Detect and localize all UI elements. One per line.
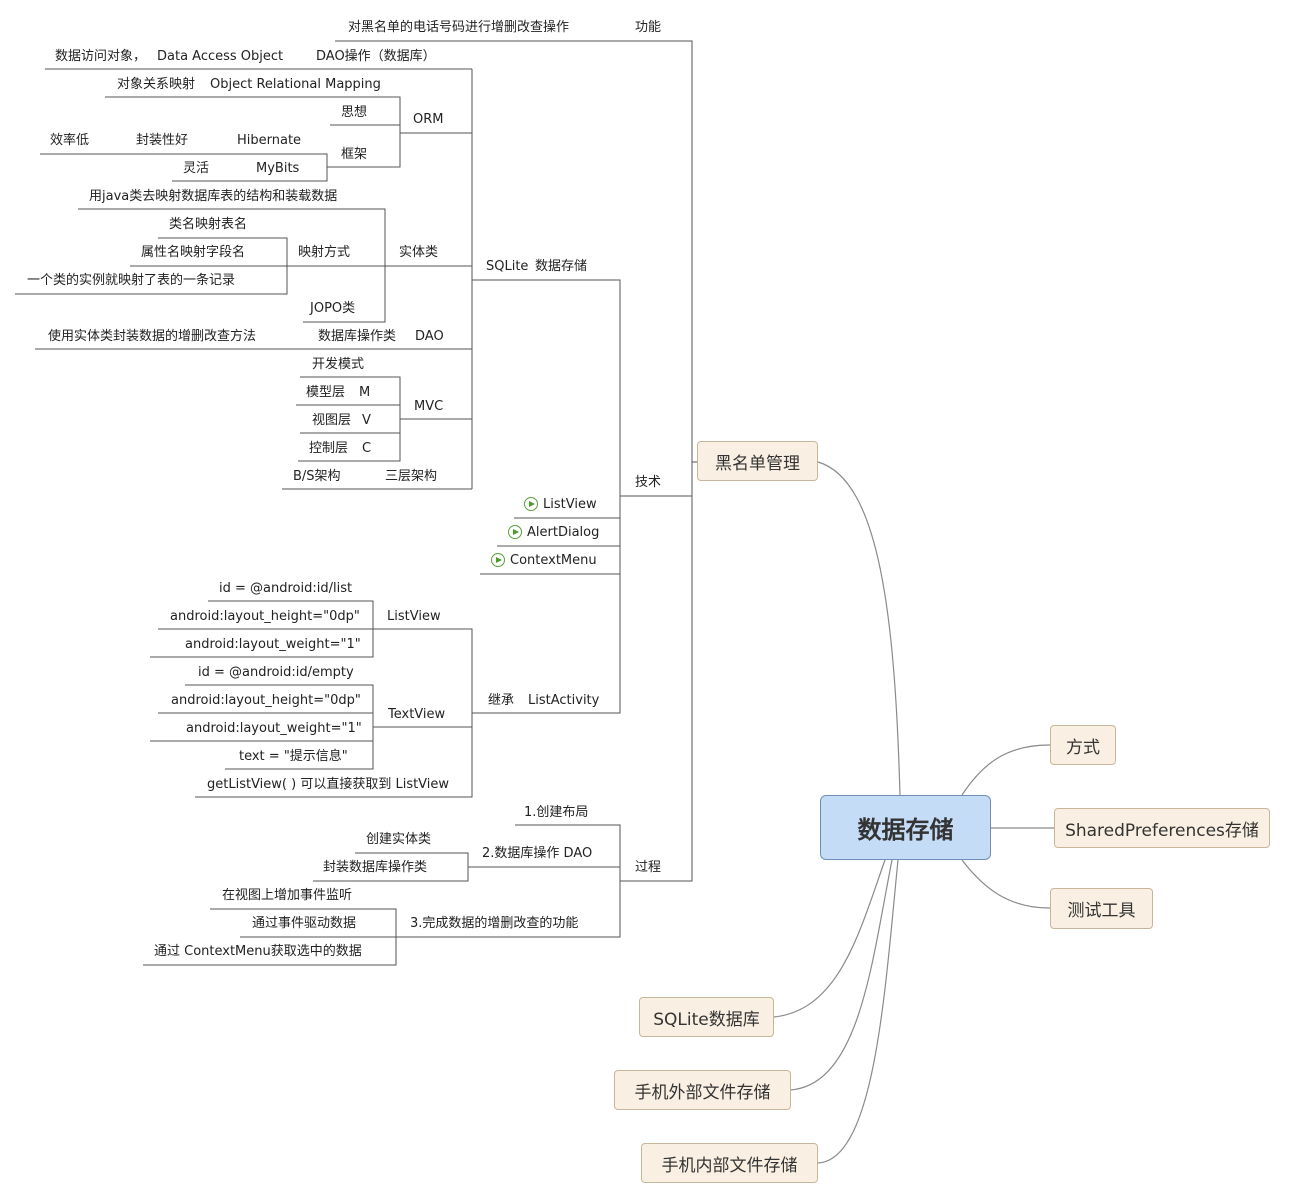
- node-widget-alertdialog[interactable]: AlertDialog: [527, 525, 600, 540]
- node-process[interactable]: 过程: [635, 860, 662, 875]
- node-view-layer[interactable]: 视图层: [312, 413, 352, 428]
- node-control-layer[interactable]: 控制层: [309, 441, 349, 456]
- node-tv-text[interactable]: text = "提示信息": [239, 749, 348, 764]
- node-entity[interactable]: 实体类: [399, 245, 439, 260]
- node-jopo[interactable]: JOPO类: [310, 301, 356, 316]
- node-flexible[interactable]: 灵活: [183, 161, 210, 176]
- topic-test-tools[interactable]: 测试工具: [1050, 888, 1153, 929]
- node-dao-op[interactable]: DAO操作（数据库）: [316, 49, 436, 64]
- node-v[interactable]: V: [362, 413, 371, 428]
- node-tv-weight[interactable]: android:layout_weight="1": [186, 721, 362, 736]
- node-lv-height[interactable]: android:layout_height="0dp": [170, 609, 360, 624]
- node-add-listener[interactable]: 在视图上增加事件监听: [222, 888, 353, 903]
- topic-internal-storage[interactable]: 手机内部文件存储: [641, 1143, 818, 1183]
- node-textview[interactable]: TextView: [388, 707, 446, 722]
- node-widget-contextmenu[interactable]: ContextMenu: [510, 553, 597, 568]
- node-mybits[interactable]: MyBits: [256, 161, 300, 176]
- node-lv-weight[interactable]: android:layout_weight="1": [185, 637, 361, 652]
- node-event-driven[interactable]: 通过事件驱动数据: [252, 916, 357, 931]
- node-step1[interactable]: 1.创建布局: [524, 805, 589, 820]
- play-icon: [491, 553, 505, 567]
- node-mapping[interactable]: 映射方式: [298, 245, 351, 260]
- node-m[interactable]: M: [359, 385, 371, 400]
- node-sqlite-label[interactable]: SQLite: [486, 259, 529, 274]
- topic-method[interactable]: 方式: [1050, 725, 1116, 765]
- node-inherit[interactable]: 继承: [488, 693, 515, 708]
- node-orm-desc[interactable]: 对象关系映射: [117, 77, 196, 92]
- node-three-tier[interactable]: 三层架构: [385, 469, 438, 484]
- node-bs[interactable]: B/S架构: [293, 469, 341, 484]
- node-dev-mode[interactable]: 开发模式: [312, 357, 365, 372]
- node-model-layer[interactable]: 模型层: [306, 385, 346, 400]
- topic-sqlite-db[interactable]: SQLite数据库: [639, 997, 774, 1037]
- node-mvc[interactable]: MVC: [414, 399, 444, 414]
- node-contextmenu-get[interactable]: 通过 ContextMenu获取选中的数据: [154, 944, 362, 959]
- play-icon: [508, 525, 522, 539]
- topic-shared-preferences[interactable]: SharedPreferences存储: [1054, 808, 1270, 848]
- node-widget-listview[interactable]: ListView: [543, 497, 597, 512]
- node-wrap-db[interactable]: 封装数据库操作类: [323, 860, 428, 875]
- node-attr-to-field[interactable]: 属性名映射字段名: [141, 245, 246, 260]
- node-function[interactable]: 功能: [635, 20, 662, 35]
- node-technology[interactable]: 技术: [635, 475, 662, 490]
- node-function-desc[interactable]: 对黑名单的电话号码进行增删改查操作: [348, 20, 570, 35]
- node-step2[interactable]: 2.数据库操作 DAO: [482, 846, 593, 861]
- node-instance-to-record[interactable]: 一个类的实例就映射了表的一条记录: [27, 273, 236, 288]
- node-dao-crud[interactable]: 使用实体类封装数据的增删改查方法: [48, 329, 257, 344]
- topic-external-storage[interactable]: 手机外部文件存储: [614, 1070, 791, 1110]
- node-low-efficiency[interactable]: 效率低: [50, 133, 90, 148]
- node-lv-id[interactable]: id = @android:id/list: [219, 581, 353, 596]
- node-framework[interactable]: 框架: [341, 147, 368, 162]
- node-dao-desc[interactable]: 数据访问对象，: [55, 49, 147, 64]
- node-db-op-class[interactable]: 数据库操作类: [318, 329, 397, 344]
- node-c[interactable]: C: [362, 441, 372, 456]
- node-listview[interactable]: ListView: [387, 609, 441, 624]
- node-entity-desc[interactable]: 用java类去映射数据库表的结构和装载数据: [89, 189, 338, 204]
- play-icon: [524, 497, 538, 511]
- root-topic[interactable]: 数据存储: [820, 795, 991, 860]
- node-tv-height[interactable]: android:layout_height="0dp": [171, 693, 361, 708]
- node-idea[interactable]: 思想: [341, 105, 368, 120]
- node-orm-desc-en[interactable]: Object Relational Mapping: [210, 77, 381, 92]
- node-sqlite-storage[interactable]: 数据存储: [535, 259, 588, 274]
- node-well-encapsulated[interactable]: 封装性好: [136, 133, 189, 148]
- node-listactivity[interactable]: ListActivity: [528, 693, 600, 708]
- node-dao-desc-en[interactable]: Data Access Object: [157, 49, 284, 64]
- node-hibernate[interactable]: Hibernate: [237, 133, 302, 148]
- topic-blacklist[interactable]: 黑名单管理: [697, 441, 818, 481]
- node-dao[interactable]: DAO: [415, 329, 444, 344]
- node-getlistview[interactable]: getListView( ) 可以直接获取到 ListView: [207, 777, 450, 792]
- node-orm[interactable]: ORM: [413, 112, 444, 127]
- node-step3[interactable]: 3.完成数据的增删改查的功能: [410, 916, 579, 931]
- node-class-to-table[interactable]: 类名映射表名: [169, 217, 248, 232]
- node-tv-id[interactable]: id = @android:id/empty: [198, 665, 354, 680]
- node-create-entity[interactable]: 创建实体类: [366, 832, 432, 847]
